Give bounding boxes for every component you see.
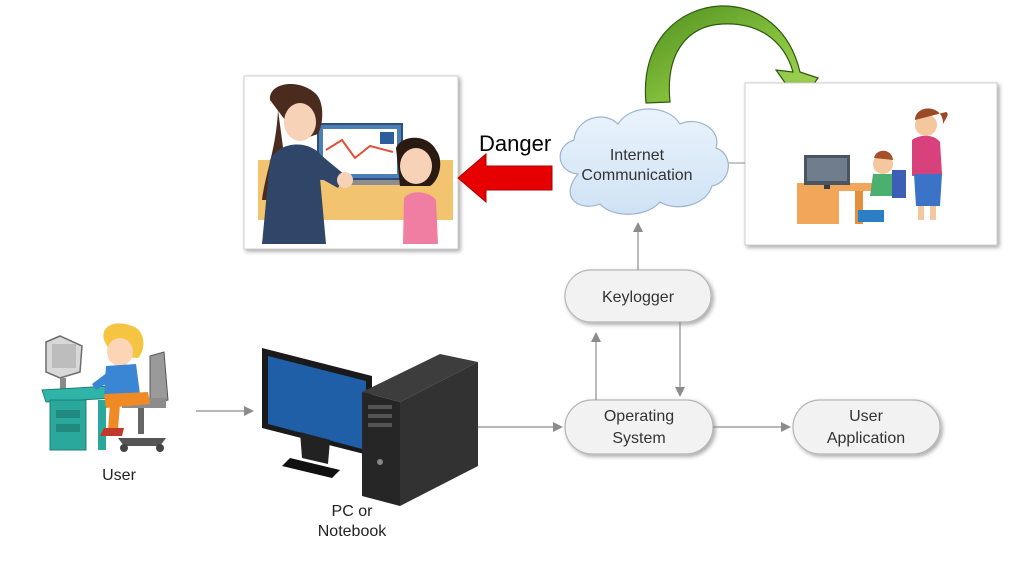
teacher-warning-child-icon: [258, 83, 453, 244]
danger-arrow: [457, 152, 553, 204]
os-line1: Operating: [604, 408, 674, 425]
user-app-line2: Application: [827, 430, 905, 447]
desktop-pc-icon: [262, 348, 478, 506]
internet-line1: Internet: [610, 147, 665, 164]
danger-label: Danger: [479, 131, 551, 156]
internet-line2: Communication: [581, 167, 692, 184]
keylogger-label: Keylogger: [602, 289, 675, 306]
user-application-node: User Application: [792, 399, 941, 455]
teacher-warning-child-image: [243, 75, 459, 250]
keylogger-node: Keylogger: [564, 269, 712, 323]
operating-system-node: Operating System: [564, 399, 714, 455]
os-line2: System: [612, 430, 665, 447]
pc-caption-line1: PC or: [332, 503, 374, 520]
user-caption: User: [102, 467, 136, 484]
internet-cloud: Internet Communication: [559, 108, 729, 215]
parent-watching-child-icon: [797, 108, 948, 224]
user-at-computer-icon: [41, 323, 169, 452]
user-app-line1: User: [849, 408, 883, 425]
pc-caption-line2: Notebook: [318, 523, 387, 540]
parent-watching-child-image: [744, 82, 998, 246]
curved-arrow-icon: [644, 5, 819, 106]
cloud-icon: [559, 108, 729, 215]
